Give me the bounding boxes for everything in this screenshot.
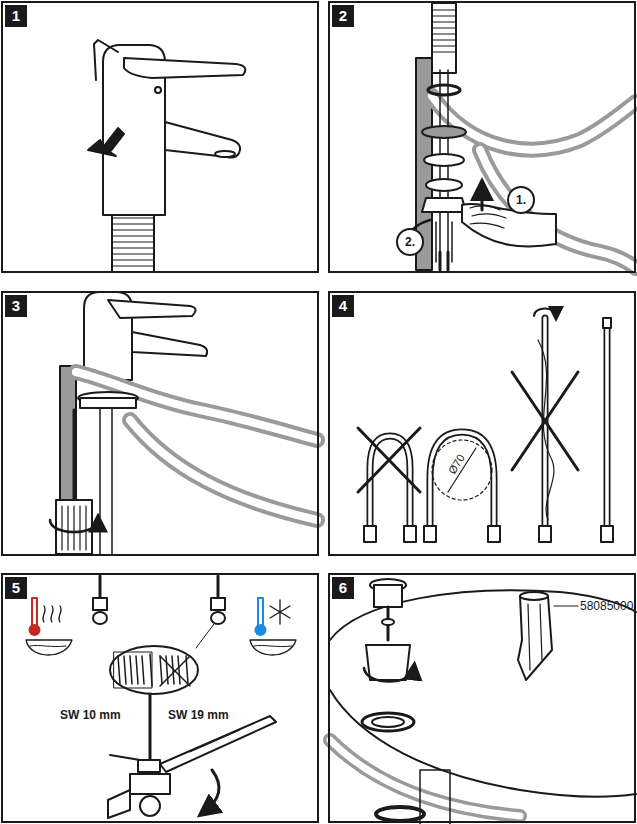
- step-number: 3: [5, 295, 27, 317]
- step-panel: 5: [1, 573, 319, 823]
- part-number: 58085000: [580, 599, 633, 613]
- wrench-size: SW 10 mm: [60, 708, 121, 722]
- hose-bending-view: [358, 309, 613, 543]
- dimension-label: Ø70: [446, 452, 467, 476]
- step-circle: 1.: [507, 186, 535, 214]
- step-panel: 4: [328, 291, 636, 556]
- step-number: 4: [332, 295, 354, 317]
- sub-step-number: 1.: [516, 193, 526, 207]
- wrench-size: SW 19 mm: [168, 708, 229, 722]
- sub-step-number: 2.: [405, 235, 415, 249]
- step-number: 2: [332, 5, 354, 27]
- faucet-view: [88, 40, 245, 272]
- step-number: 5: [5, 577, 27, 599]
- step-number: 1: [5, 5, 27, 27]
- step-panel: 1: [1, 1, 319, 273]
- step-panel: 3: [1, 291, 319, 556]
- step-panel: 2 1. 2.: [328, 1, 636, 273]
- drain-view: [330, 579, 636, 824]
- connection-view: [26, 576, 296, 818]
- step-number: 6: [332, 577, 354, 599]
- mounting-view: [410, 3, 636, 270]
- step-circle: 2.: [396, 228, 424, 256]
- tightening-view: [50, 292, 317, 555]
